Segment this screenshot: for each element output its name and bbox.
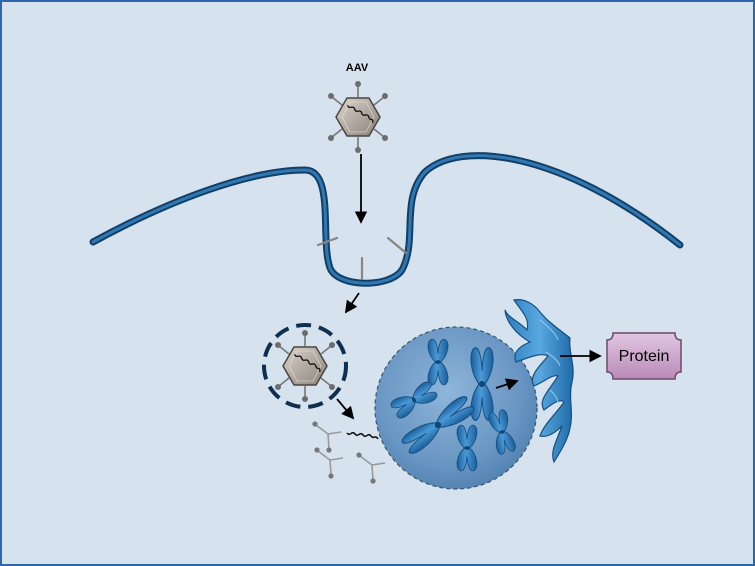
aav-label: AAV — [346, 62, 369, 74]
endocytosis-arrow — [344, 292, 360, 314]
escape-arrow — [336, 398, 355, 420]
viral-genome — [346, 431, 379, 440]
protein-box — [606, 332, 682, 380]
protein-label: Protein — [619, 348, 670, 365]
receptor-spikes — [316, 236, 408, 281]
endoplasmic-reticulum — [504, 299, 574, 464]
translation-arrow — [495, 378, 519, 391]
cell-membrane-highlight — [91, 154, 682, 285]
endosome — [262, 323, 348, 409]
